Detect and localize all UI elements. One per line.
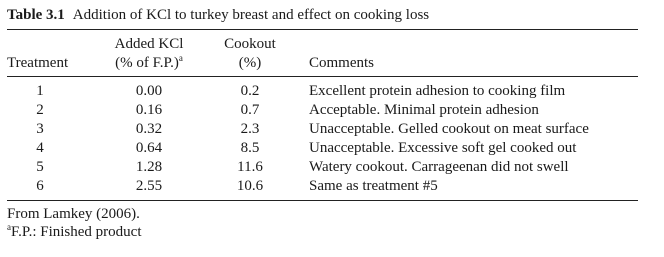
cell-comment: Unacceptable. Excessive soft gel cooked … bbox=[309, 140, 577, 156]
cell-comment: Same as treatment #5 bbox=[309, 178, 438, 194]
header-kcl-line1: Added KCl bbox=[114, 36, 184, 52]
source-note: From Lamkey (2006). bbox=[7, 206, 140, 222]
cell-comment: Excellent protein adhesion to cooking fi… bbox=[309, 83, 566, 99]
header-treatment: Treatment bbox=[7, 55, 69, 71]
cell-cookout: 0.2 bbox=[240, 83, 260, 99]
header-rule bbox=[7, 76, 638, 77]
cell-cookout: 11.6 bbox=[237, 159, 263, 175]
table-title: Addition of KCl to turkey breast and eff… bbox=[72, 7, 430, 23]
cell-cookout: 8.5 bbox=[240, 140, 260, 156]
cell-comment: Unacceptable. Gelled cookout on meat sur… bbox=[309, 121, 589, 137]
table-number: Table 3.1 bbox=[7, 7, 65, 23]
cell-kcl: 0.00 bbox=[135, 83, 163, 99]
cell-kcl: 0.32 bbox=[135, 121, 163, 137]
cell-treatment: 5 bbox=[36, 159, 44, 175]
cell-treatment: 2 bbox=[36, 102, 44, 118]
header-cookout-line2: (%) bbox=[238, 55, 262, 71]
cell-kcl: 0.64 bbox=[135, 140, 163, 156]
cell-treatment: 1 bbox=[36, 83, 44, 99]
cell-comment: Watery cookout. Carrageenan did not swel… bbox=[309, 159, 569, 175]
footnote-a-text: F.P.: Finished product bbox=[11, 224, 142, 240]
header-cookout-line1: Cookout bbox=[224, 36, 276, 52]
footnote-a-marker: a bbox=[7, 222, 11, 232]
top-rule bbox=[7, 29, 638, 30]
cell-cookout: 10.6 bbox=[236, 178, 264, 194]
cell-kcl: 2.55 bbox=[135, 178, 163, 194]
footnote-marker-a: a bbox=[178, 53, 183, 63]
cell-treatment: 6 bbox=[36, 178, 44, 194]
header-comments: Comments bbox=[309, 55, 375, 71]
cell-kcl: 1.28 bbox=[135, 159, 163, 175]
cell-cookout: 0.7 bbox=[240, 102, 260, 118]
header-kcl-line2: (% of F.P.)a bbox=[98, 53, 200, 72]
table-caption: Table 3.1 Addition of KCl to turkey breas… bbox=[7, 7, 429, 24]
cell-treatment: 4 bbox=[36, 140, 44, 156]
cell-cookout: 2.3 bbox=[240, 121, 260, 137]
cell-treatment: 3 bbox=[36, 121, 44, 137]
bottom-rule bbox=[7, 200, 638, 201]
cell-comment: Acceptable. Minimal protein adhesion bbox=[309, 102, 539, 118]
header-kcl-unit: (% of F.P.) bbox=[115, 55, 179, 71]
cell-kcl: 0.16 bbox=[135, 102, 163, 118]
footnote-a: aF.P.: Finished product bbox=[7, 222, 142, 241]
